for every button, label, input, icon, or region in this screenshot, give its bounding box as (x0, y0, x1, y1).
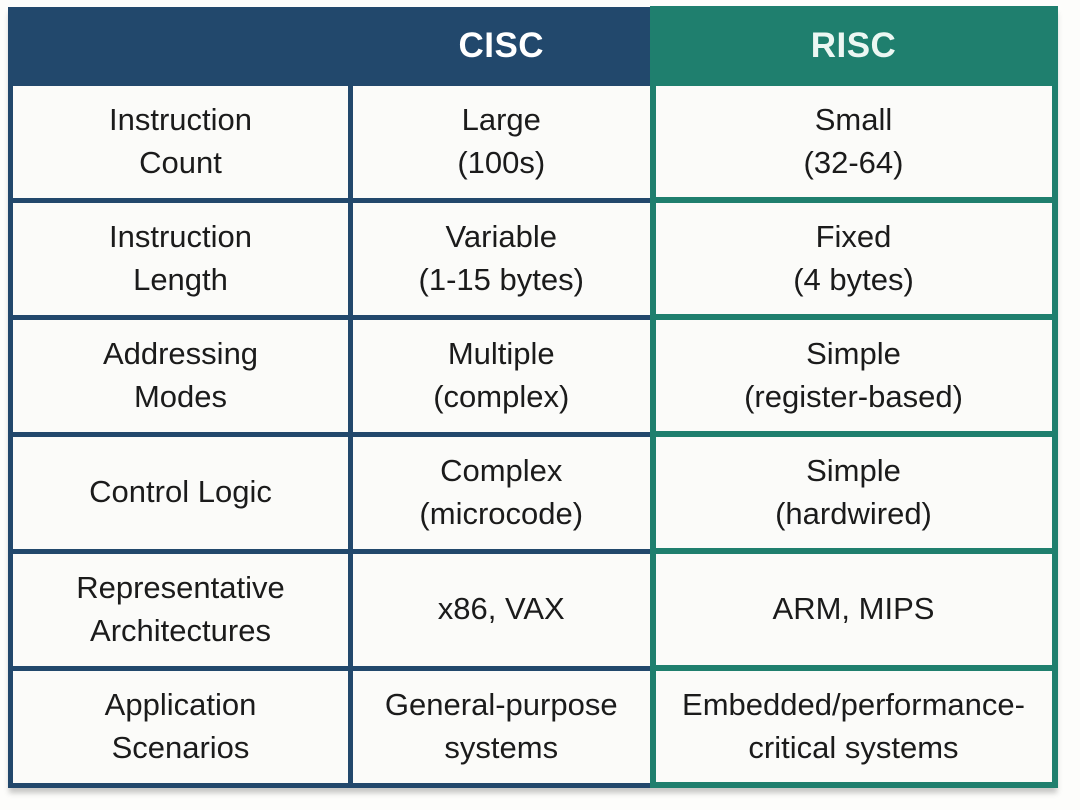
cisc-value-cell: General-purpose systems (348, 665, 655, 788)
cisc-value-cell: Variable (1-15 bytes) (348, 197, 655, 320)
header-cell-feature (8, 6, 353, 86)
cisc-risc-comparison-table: CISC RISC Instruction Count Large (100s)… (8, 6, 1058, 788)
cisc-value-cell: Complex (microcode) (348, 431, 655, 554)
table-row-instruction-length: Instruction Length Variable (1-15 bytes)… (8, 197, 1058, 320)
feature-cell: Control Logic (8, 431, 353, 554)
table-row-application-scenarios: Application Scenarios General-purpose sy… (8, 665, 1058, 788)
feature-cell: Instruction Count (8, 80, 353, 203)
risc-value-cell: Small (32-64) (649, 80, 1058, 203)
header-cell-cisc: CISC (348, 6, 655, 86)
feature-cell: Addressing Modes (8, 314, 353, 437)
table-row-addressing-modes: Addressing Modes Multiple (complex) Simp… (8, 314, 1058, 437)
risc-value-cell: Simple (hardwired) (649, 431, 1058, 554)
cisc-value-cell: Multiple (complex) (348, 314, 655, 437)
risc-value-cell: Fixed (4 bytes) (649, 197, 1058, 320)
table-row-instruction-count: Instruction Count Large (100s) Small (32… (8, 80, 1058, 203)
header-cell-risc: RISC (649, 6, 1058, 86)
table-row-control-logic: Control Logic Complex (microcode) Simple… (8, 431, 1058, 554)
cisc-value-cell: Large (100s) (348, 80, 655, 203)
risc-value-cell: Simple (register-based) (649, 314, 1058, 437)
cisc-risc-comparison: CISC RISC Instruction Count Large (100s)… (8, 6, 1058, 788)
cisc-value-cell: x86, VAX (348, 548, 655, 671)
feature-cell: Representative Architectures (8, 548, 353, 671)
feature-cell: Instruction Length (8, 197, 353, 320)
risc-value-cell: Embedded/performance- critical systems (649, 665, 1058, 788)
table-row-representative-architectures: Representative Architectures x86, VAX AR… (8, 548, 1058, 671)
feature-cell: Application Scenarios (8, 665, 353, 788)
header-row: CISC RISC (8, 6, 1058, 86)
risc-value-cell: ARM, MIPS (649, 548, 1058, 671)
